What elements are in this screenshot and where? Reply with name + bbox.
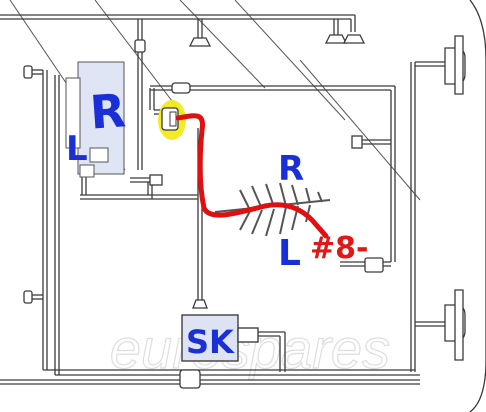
wiring-harness xyxy=(0,14,450,385)
connector-icon xyxy=(192,299,208,309)
red-wire-highlight xyxy=(175,113,329,239)
connector-icon xyxy=(364,257,384,273)
connectors xyxy=(23,34,384,389)
connector-icon xyxy=(179,369,201,389)
lamp-icon xyxy=(454,35,464,95)
sk-box xyxy=(181,314,239,362)
label-sk: SK xyxy=(186,323,235,361)
label-part-number: #8- xyxy=(310,231,368,266)
left-relay-box xyxy=(65,61,125,178)
lamp-group xyxy=(444,0,486,412)
connector-icon xyxy=(149,174,163,186)
label-top-l: L xyxy=(66,129,88,169)
label-mid-r: R xyxy=(278,149,304,189)
connector-icon xyxy=(23,65,33,79)
connector-icon xyxy=(171,82,191,94)
bulb-socket-icon xyxy=(324,34,348,44)
branch-harness xyxy=(214,182,331,237)
bulb-socket-icon xyxy=(188,37,212,47)
label-top-r: R xyxy=(88,83,127,139)
connector-icon xyxy=(134,39,146,53)
connector-icon xyxy=(351,135,363,149)
bulb-socket-icon xyxy=(342,34,366,44)
label-mid-l: L xyxy=(278,233,301,274)
connector-icon xyxy=(23,290,33,304)
lamp-icon xyxy=(454,289,464,361)
